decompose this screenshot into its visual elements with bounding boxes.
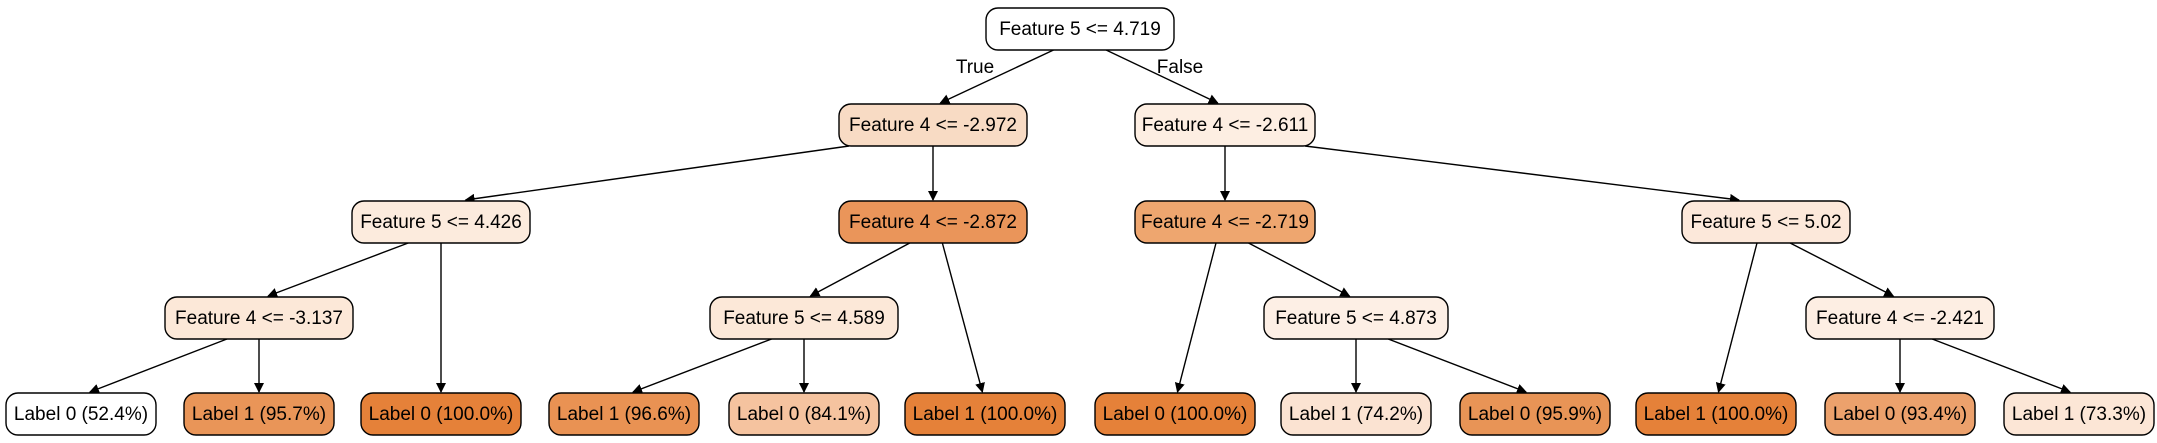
edges-layer: True False — [88, 49, 2071, 394]
tree-node-n17: Label 1 (96.6%) — [548, 392, 700, 436]
node-box — [904, 392, 1066, 436]
node-label: Label 1 (74.2%) — [1289, 404, 1423, 425]
node-box — [709, 296, 899, 340]
node-box — [548, 392, 700, 436]
tree-node-n22: Label 1 (73.3%) — [2003, 392, 2155, 436]
node-label: Feature 4 <= -2.611 — [1142, 115, 1309, 136]
edge-n12-n20 — [1387, 338, 1527, 394]
tree-node-n15: Label 0 (52.4%) — [5, 392, 157, 436]
node-label: Label 1 (73.3%) — [2012, 404, 2146, 425]
tree-node-n19: Label 1 (74.2%) — [1280, 392, 1432, 436]
node-label: Label 0 (93.4%) — [1833, 404, 1967, 425]
edge-n4-n9 — [809, 242, 911, 297]
tree-node-n5: Feature 4 <= -2.719 — [1134, 200, 1316, 244]
edge-n4-n10 — [941, 242, 985, 393]
node-label: Feature 4 <= -2.719 — [1141, 212, 1309, 233]
tree-node-n2: Feature 4 <= -2.611 — [1134, 103, 1316, 147]
edge-n2-n6 — [1304, 145, 1740, 204]
edge-n6-n14 — [1789, 242, 1895, 297]
node-box — [1824, 392, 1976, 436]
tree-node-n12: Feature 5 <= 4.873 — [1263, 296, 1449, 340]
node-label: Label 0 (100.0%) — [369, 404, 514, 425]
edge-n5-n11 — [1174, 242, 1217, 393]
node-label: Feature 4 <= -2.872 — [849, 212, 1017, 233]
node-box — [1134, 200, 1316, 244]
node-box — [985, 7, 1175, 51]
node-label: Label 1 (95.7%) — [192, 404, 326, 425]
edge-label-true: True — [956, 57, 994, 78]
node-box — [1134, 103, 1316, 147]
tree-node-n3: Feature 5 <= 4.426 — [351, 200, 531, 244]
node-box — [351, 200, 531, 244]
edge-n9-n17 — [632, 338, 772, 394]
node-box — [360, 392, 522, 436]
edge-n6-n13 — [1715, 242, 1758, 393]
node-box — [1681, 200, 1851, 244]
tree-node-n0: Feature 5 <= 4.719 — [985, 7, 1175, 51]
tree-node-n11: Label 0 (100.0%) — [1094, 392, 1256, 436]
node-label: Feature 5 <= 5.02 — [1690, 212, 1841, 233]
tree-node-n13: Label 1 (100.0%) — [1635, 392, 1797, 436]
tree-node-n8: Label 0 (100.0%) — [360, 392, 522, 436]
node-label: Label 1 (100.0%) — [1644, 404, 1789, 425]
node-box — [728, 392, 880, 436]
node-label: Label 0 (95.9%) — [1468, 404, 1602, 425]
node-label: Label 0 (84.1%) — [737, 404, 871, 425]
node-box — [2003, 392, 2155, 436]
node-label: Feature 4 <= -2.972 — [849, 115, 1017, 136]
node-box — [1280, 392, 1432, 436]
edge-n3-n7 — [267, 242, 409, 298]
tree-node-n9: Feature 5 <= 4.589 — [709, 296, 899, 340]
node-label: Label 0 (52.4%) — [14, 404, 148, 425]
node-box — [164, 296, 354, 340]
tree-node-n16: Label 1 (95.7%) — [183, 392, 335, 436]
tree-node-n21: Label 0 (93.4%) — [1824, 392, 1976, 436]
node-box — [838, 200, 1028, 244]
node-box — [1263, 296, 1449, 340]
tree-node-n4: Feature 4 <= -2.872 — [838, 200, 1028, 244]
tree-node-n14: Feature 4 <= -2.421 — [1805, 296, 1995, 340]
node-label: Feature 4 <= -2.421 — [1816, 308, 1984, 329]
edge-n0-n2 — [1105, 49, 1219, 104]
tree-node-n20: Label 0 (95.9%) — [1459, 392, 1611, 436]
node-label: Feature 5 <= 4.873 — [1275, 308, 1437, 329]
edge-n0-n1 — [939, 49, 1054, 104]
node-label: Feature 5 <= 4.719 — [999, 19, 1161, 40]
node-label: Feature 5 <= 4.589 — [723, 308, 885, 329]
tree-node-n7: Feature 4 <= -3.137 — [164, 296, 354, 340]
node-label: Label 0 (100.0%) — [1103, 404, 1248, 425]
node-box — [1805, 296, 1995, 340]
node-box — [1459, 392, 1611, 436]
edge-n14-n22 — [1931, 338, 2071, 394]
tree-node-n6: Feature 5 <= 5.02 — [1681, 200, 1851, 244]
node-box — [183, 392, 335, 436]
node-box — [5, 392, 157, 436]
node-label: Feature 4 <= -3.137 — [175, 308, 343, 329]
edge-n1-n3 — [464, 145, 850, 204]
edge-n7-n15 — [88, 338, 228, 394]
node-box — [1094, 392, 1256, 436]
node-box — [1635, 392, 1797, 436]
edge-n5-n12 — [1248, 242, 1351, 297]
node-label: Feature 5 <= 4.426 — [360, 212, 522, 233]
tree-node-n1: Feature 4 <= -2.972 — [838, 103, 1028, 147]
node-label: Label 1 (96.6%) — [557, 404, 691, 425]
node-label: Label 1 (100.0%) — [913, 404, 1058, 425]
edge-label-false: False — [1157, 57, 1203, 78]
tree-node-n10: Label 1 (100.0%) — [904, 392, 1066, 436]
node-box — [838, 103, 1028, 147]
tree-node-n18: Label 0 (84.1%) — [728, 392, 880, 436]
